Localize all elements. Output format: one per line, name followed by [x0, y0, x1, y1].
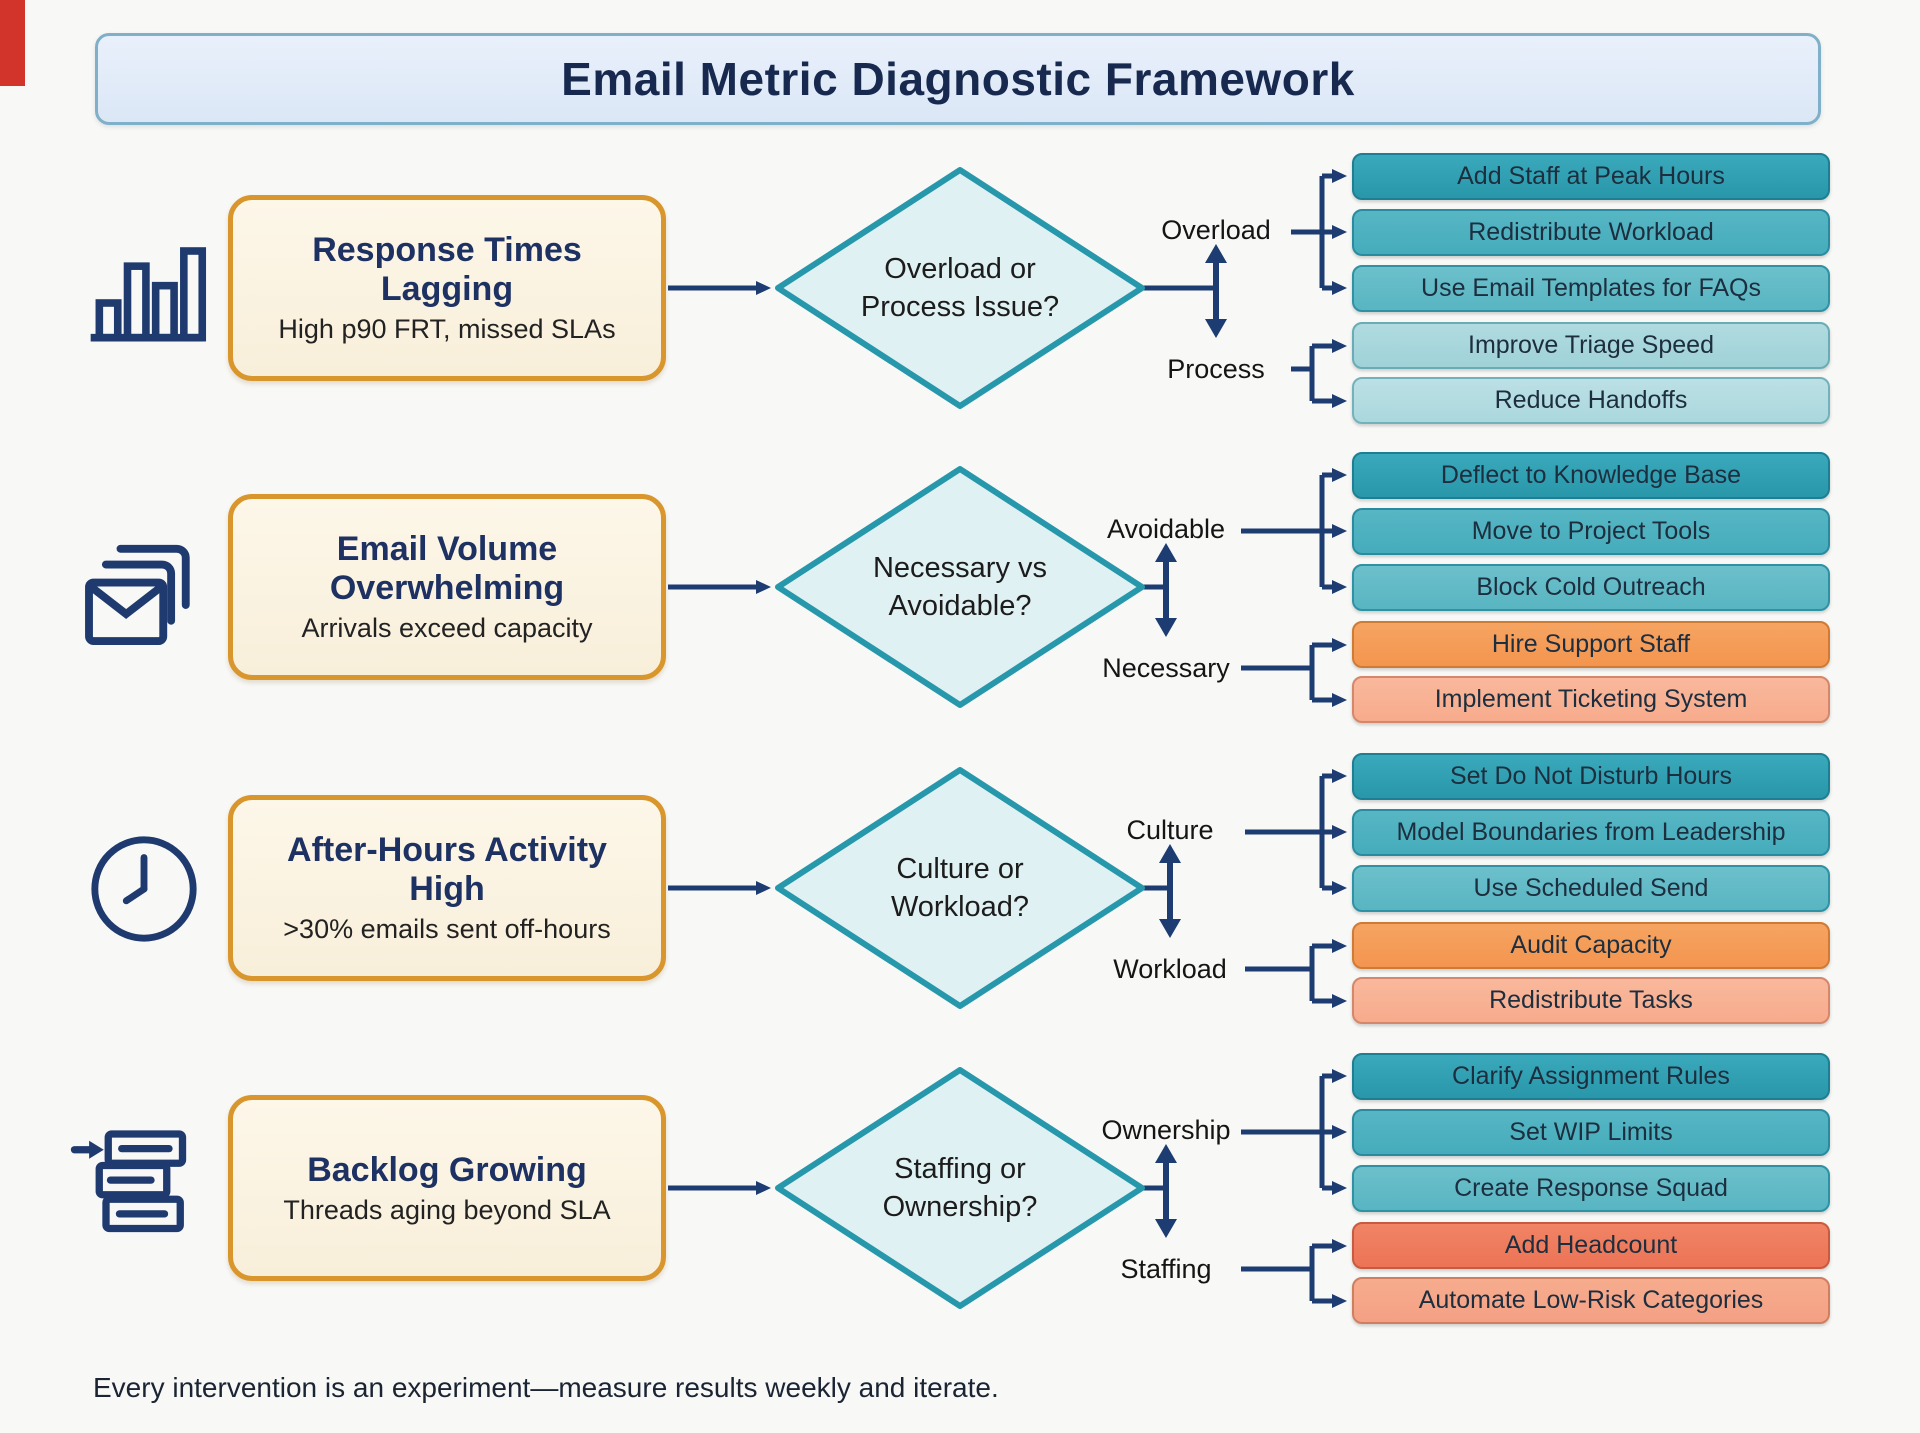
action-box: Set Do Not Disturb Hours: [1352, 753, 1830, 800]
action-box: Model Boundaries from Leadership: [1352, 809, 1830, 856]
branch-label: Staffing: [1120, 1253, 1212, 1284]
problem-card: Email Volume Overwhelming Arrivals excee…: [228, 494, 666, 680]
branch-label: Avoidable: [1106, 513, 1226, 544]
action-box: Hire Support Staff: [1352, 621, 1830, 668]
branch-label: Necessary: [1102, 652, 1230, 683]
action-box: Create Response Squad: [1352, 1165, 1830, 1212]
decision-diamond: [775, 167, 1145, 409]
decision-label: Necessary vs Avoidable?: [872, 551, 1048, 622]
action-box: Deflect to Knowledge Base: [1352, 452, 1830, 499]
problem-title: Response Times Lagging: [312, 231, 582, 309]
problem-title: Email Volume Overwhelming: [329, 530, 565, 608]
branch-label: Process: [1167, 353, 1265, 384]
action-box: Improve Triage Speed: [1352, 322, 1830, 369]
action-box: Implement Ticketing System: [1352, 676, 1830, 723]
decision-label: Staffing or Ownership?: [882, 1152, 1038, 1223]
page-title: Email Metric Diagnostic Framework: [561, 53, 1355, 105]
clock-icon: [91, 836, 197, 942]
action-box: Redistribute Tasks: [1352, 977, 1830, 1024]
footer-note: Every intervention is an experiment—meas…: [93, 1372, 999, 1403]
action-box: Use Email Templates for FAQs: [1352, 265, 1830, 312]
action-box: Block Cold Outreach: [1352, 564, 1830, 611]
action-box: Use Scheduled Send: [1352, 865, 1830, 912]
action-box: Add Headcount: [1352, 1222, 1830, 1269]
problem-card: Backlog Growing Threads aging beyond SLA: [228, 1095, 666, 1281]
action-box: Move to Project Tools: [1352, 508, 1830, 555]
decision-diamond: [775, 767, 1145, 1009]
title-banner: Email Metric Diagnostic Framework: [95, 33, 1821, 125]
red-corner-strip: [0, 0, 25, 86]
problem-subtitle: >30% emails sent off-hours: [283, 914, 611, 945]
decision-label: Overload or Process Issue?: [860, 252, 1060, 323]
action-box: Audit Capacity: [1352, 922, 1830, 969]
action-box: Automate Low-Risk Categories: [1352, 1277, 1830, 1324]
branch-label: Ownership: [1101, 1114, 1231, 1145]
problem-subtitle: High p90 FRT, missed SLAs: [278, 314, 616, 345]
branch-label: Workload: [1113, 953, 1227, 984]
decision-diamond: [775, 466, 1145, 708]
problem-subtitle: Arrivals exceed capacity: [301, 613, 593, 644]
problem-title: Backlog Growing: [307, 1150, 587, 1189]
problem-title: After-Hours Activity High: [287, 831, 607, 909]
bar-chart-icon: [90, 247, 207, 342]
problem-subtitle: Threads aging beyond SLA: [283, 1194, 611, 1225]
action-box: Redistribute Workload: [1352, 209, 1830, 256]
action-box: Clarify Assignment Rules: [1352, 1053, 1830, 1100]
action-box: Set WIP Limits: [1352, 1109, 1830, 1156]
decision-diamond: [775, 1067, 1145, 1309]
branch-label: Culture: [1126, 814, 1214, 845]
decision-label: Culture or Workload?: [890, 852, 1030, 923]
action-box: Add Staff at Peak Hours: [1352, 153, 1830, 200]
problem-card: After-Hours Activity High >30% emails se…: [228, 795, 666, 981]
double-arrowheads: [1155, 244, 1227, 1238]
action-box: Reduce Handoffs: [1352, 377, 1830, 424]
problem-card: Response Times Lagging High p90 FRT, mis…: [228, 195, 666, 381]
envelopes-icon: [85, 544, 190, 645]
branch-label: Overload: [1161, 214, 1271, 245]
backlog-icon: [70, 1130, 187, 1233]
